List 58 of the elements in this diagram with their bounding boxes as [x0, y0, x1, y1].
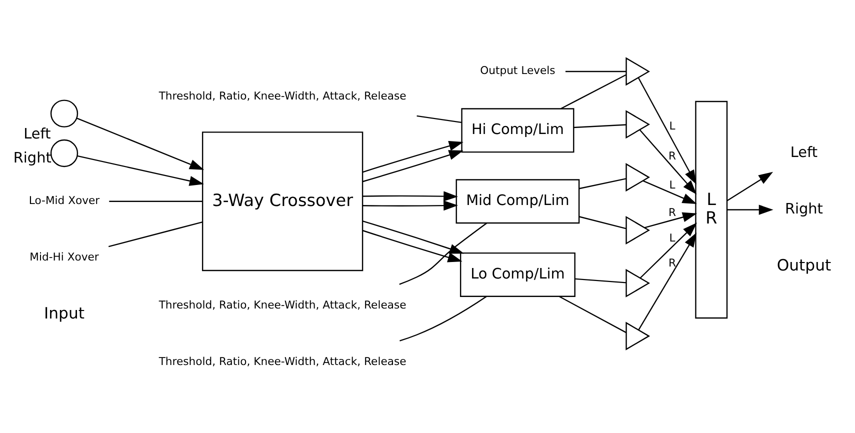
arrow — [362, 190, 458, 201]
node-text: Threshold, Ratio, Knee-Width, Attack, Release — [158, 88, 406, 102]
arrow — [362, 150, 464, 182]
node-text: Mid-Hi Xover — [30, 250, 99, 264]
edge-label: R — [668, 256, 676, 270]
node-box: Mid Comp/Lim — [456, 178, 580, 224]
connector — [574, 124, 626, 128]
node-text: Left — [790, 144, 818, 160]
connector — [400, 296, 487, 341]
node-circle — [50, 138, 78, 167]
arrow — [644, 212, 698, 228]
arrow — [362, 229, 462, 262]
node-box: Lo Comp/Lim — [460, 252, 576, 296]
node-triangle — [626, 321, 650, 350]
arrow — [638, 232, 697, 330]
arrow — [640, 222, 697, 278]
connector — [560, 74, 626, 109]
edge-label: R — [668, 149, 676, 162]
connector — [109, 200, 202, 202]
node-label: Left — [24, 126, 51, 142]
node-text: Output Levels — [480, 64, 556, 77]
label: Input — [44, 303, 84, 322]
node-text: Threshold, Ratio, Knee-Width, Attack, Release — [158, 298, 406, 312]
node-text: Right — [784, 201, 823, 218]
node-triangle — [626, 56, 650, 86]
connector — [578, 216, 626, 229]
label: Output — [776, 254, 832, 274]
connector — [108, 220, 203, 247]
connector — [575, 278, 626, 283]
arrow — [639, 129, 697, 194]
node-triangle — [626, 268, 650, 297]
arrow — [642, 180, 697, 204]
arrow — [362, 200, 458, 210]
arrow — [726, 171, 774, 201]
connector — [559, 296, 626, 333]
connector — [578, 178, 626, 189]
node-triangle — [626, 162, 650, 192]
connector — [399, 222, 488, 284]
edge-label: L — [669, 118, 676, 132]
arrow — [362, 140, 464, 172]
node-triangle — [626, 215, 650, 244]
node-text: Lo-Mid Xover — [28, 194, 100, 207]
node-circle — [50, 99, 78, 127]
arrow — [77, 154, 204, 186]
node-box: Hi Comp/Lim — [461, 108, 574, 152]
node-box: L R — [695, 100, 728, 318]
node-label: Right — [13, 150, 52, 166]
node-text: Threshold, Ratio, Knee-Width, Attack, Release — [158, 354, 406, 368]
connector — [416, 114, 462, 123]
arrow — [76, 117, 204, 170]
node-box: 3-Way Crossover — [202, 131, 364, 271]
edge-label: L — [669, 230, 676, 244]
edge-label: L — [669, 178, 676, 191]
edge-label: R — [668, 206, 676, 219]
arrow — [727, 204, 774, 214]
node-triangle — [626, 110, 650, 138]
arrow — [638, 76, 696, 184]
connector — [565, 70, 626, 72]
